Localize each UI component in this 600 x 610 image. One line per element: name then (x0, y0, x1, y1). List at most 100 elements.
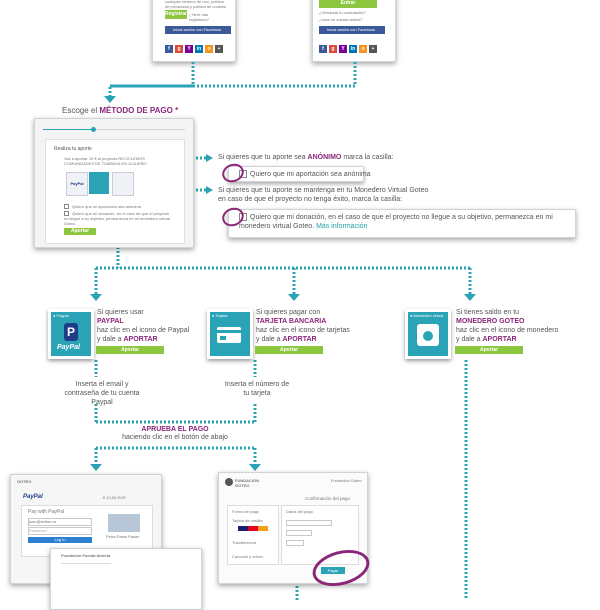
anonymous-checkbox-box: Quiero que mi aportación sea anónima (228, 166, 371, 182)
card-cvv-field[interactable] (286, 540, 304, 546)
wallet-tab-label: ● Monedero virtual (410, 313, 444, 318)
choose-method-heading: Escoge el MÉTODO DE PAGO * (62, 106, 212, 115)
progress-steps (41, 124, 187, 134)
card-line2: haz clic en el icono de tarjetas (256, 327, 350, 334)
card-expiry-field[interactable] (286, 530, 312, 536)
card-tab-label: ● Tarjeta (212, 313, 228, 318)
paypal-email-input[interactable]: juan@twitter.ca (28, 518, 92, 526)
progress-dot (91, 127, 96, 132)
wallet-checkbox-box: Quiero que mi donación, en el caso de qu… (228, 209, 576, 238)
card-highlight: TARJETA BANCARIA (256, 318, 327, 325)
paypal-foundation-title: Fundación Fuenta Abierta (61, 553, 111, 558)
wallet-instructions: Si tienes saldo en tu MONEDERO GOTEO haz… (456, 308, 566, 344)
card-number-field[interactable] (286, 520, 332, 526)
option-anon[interactable]: Quiero que mi aportación sea anónima (64, 204, 174, 210)
wallet-checkbox-row[interactable]: Quiero que mi donación, en el caso de qu… (239, 213, 569, 231)
paypal-confirm-lines (61, 563, 111, 594)
facebook-icon[interactable]: f (319, 45, 327, 53)
approve-title: APRUEBA EL PAGO (141, 426, 209, 433)
paypal-method-tile[interactable]: ● Paypal P PayPal (48, 309, 94, 359)
card-screen-right-link[interactable]: Fundación Goteo (331, 478, 362, 483)
paypal-instructions: Si quieres usar PAYPAL haz clic en el ic… (97, 308, 197, 344)
method-paypal-thumb[interactable]: PayPal (66, 172, 88, 196)
card-instructions: Si quieres pagar con TARJETA BANCARIA ha… (256, 308, 356, 344)
wallet-checkbox-label: Quiero que mi donación, en el caso de qu… (239, 214, 553, 230)
anonymous-checkbox[interactable] (239, 170, 247, 179)
option-wallet[interactable]: Quiero que mi donación, en el caso de qu… (64, 211, 174, 226)
yahoo-icon[interactable]: Y (185, 45, 193, 53)
terms-text: cualquier término de uso, política de pr… (165, 0, 226, 9)
payment-title: Realiza tu aporte (54, 146, 92, 152)
already-registered-link[interactable]: ¿Ya te has registrado? (189, 12, 210, 22)
option-anon-label: Quiero que mi aportación sea anónima (72, 204, 141, 209)
paypal-action: APORTAR (123, 336, 158, 343)
card-line3-prefix: y dale a (256, 336, 281, 343)
wallet-line2: haz clic en el icono de monedero (456, 327, 559, 334)
progress-fill (43, 129, 93, 130)
method-wallet-thumb[interactable] (112, 172, 134, 196)
other-icon[interactable]: + (369, 45, 377, 53)
payment-screenshot: Realiza tu aporte Vas a aportar 10 € al … (34, 118, 194, 248)
paypal-login-panel: Pay with PayPal juan@twitter.ca Password… (21, 505, 153, 557)
anonymous-highlight: ANÓNIMO (307, 154, 342, 161)
facebook-icon[interactable]: f (165, 45, 173, 53)
anonymous-note: Si quieres que tu aporte sea ANÓNIMO mar… (218, 153, 478, 162)
paypal-password-input[interactable]: Password (28, 527, 92, 535)
facebook-login-button[interactable]: Inicia sesión con Facebook (165, 26, 231, 34)
card-option[interactable]: Tarjeta de crédito (232, 518, 263, 523)
choose-method-asterisk: * (175, 106, 179, 115)
wallet-checkbox[interactable] (239, 213, 247, 222)
forgot-password-link[interactable]: ¿Olvidaste tu contraseña? (319, 10, 366, 15)
form-title: Forma de pago (232, 509, 260, 514)
paypal-login-button[interactable]: Log In (28, 537, 92, 543)
approve-subtitle: haciendo clic en el botón de abajo (122, 434, 228, 441)
paypal-intro: Si quieres usar (97, 309, 144, 316)
payment-panel: Realiza tu aporte Vas a aportar 10 € al … (45, 139, 185, 244)
wallet-method-tile[interactable]: ● Monedero virtual (405, 309, 451, 359)
yahoo-icon[interactable]: Y (339, 45, 347, 53)
linkedin-icon[interactable]: in (349, 45, 357, 53)
register-button[interactable]: Registrar (165, 10, 187, 19)
card-screen-title: Confirmación del pago (305, 496, 351, 501)
card-step-text: Inserta el número de tu tarjeta (224, 381, 290, 397)
payment-continue-button[interactable]: Aportar (64, 228, 96, 235)
cancel-link[interactable]: Cancelar y volver (232, 554, 263, 559)
anonymous-checkbox-row[interactable]: Quiero que mi aportación sea anónima (239, 170, 371, 179)
card-aportar-button[interactable]: Aportar (255, 346, 323, 354)
more-info-link[interactable]: Más información (316, 223, 368, 230)
paypal-logo: PayPal (57, 344, 80, 351)
wallet-line3-prefix: y dale a (456, 336, 481, 343)
wallet-aportar-button[interactable]: Aportar (455, 346, 523, 354)
openid-icon[interactable]: o (359, 45, 367, 53)
choose-method-prefix: Escoge el (62, 106, 98, 115)
paypal-screen-brand: GOTEO (17, 479, 32, 484)
method-card-thumb[interactable] (89, 172, 109, 194)
google-icon[interactable]: g (175, 45, 183, 53)
paypal-aportar-button[interactable]: Aportar (96, 346, 164, 354)
card-action: APORTAR (282, 336, 317, 343)
other-icon[interactable]: + (215, 45, 223, 53)
google-icon[interactable]: g (329, 45, 337, 53)
credit-card-icon (217, 327, 241, 343)
enter-button[interactable]: Entrar (319, 0, 377, 8)
openid-icon[interactable]: o (205, 45, 213, 53)
active-account-link[interactable]: ¿Usar mi cuenta activa? (319, 17, 363, 22)
facebook-login-button-right[interactable]: Inicia sesión con Facebook (319, 26, 385, 34)
anonymous-prefix: Si quieres que tu aporte sea (218, 154, 306, 161)
card-form-panel: Forma de pago Tarjeta de crédito Transfe… (227, 505, 279, 565)
paypal-side-name: Pétra Pasta Pakan (106, 534, 140, 539)
paypal-step-text: Inserta el email y contraseña de tu cuen… (64, 381, 140, 406)
card-method-tile[interactable]: ● Tarjeta (207, 309, 253, 359)
linkedin-icon[interactable]: in (195, 45, 203, 53)
approve-block: APRUEBA EL PAGO haciendo clic en el botó… (120, 426, 230, 442)
choose-method-highlight: MÉTODO DE PAGO (99, 106, 173, 115)
wallet-highlight: MONEDERO GOTEO (456, 318, 525, 325)
paypal-p-icon: P (64, 323, 78, 341)
paypal-screen-logo: PayPal (23, 494, 43, 500)
card-pay-button[interactable]: Pagar (321, 567, 345, 574)
pay-with-label: Pay with PayPal (28, 509, 65, 515)
other-option[interactable]: Transferencia (232, 540, 257, 545)
